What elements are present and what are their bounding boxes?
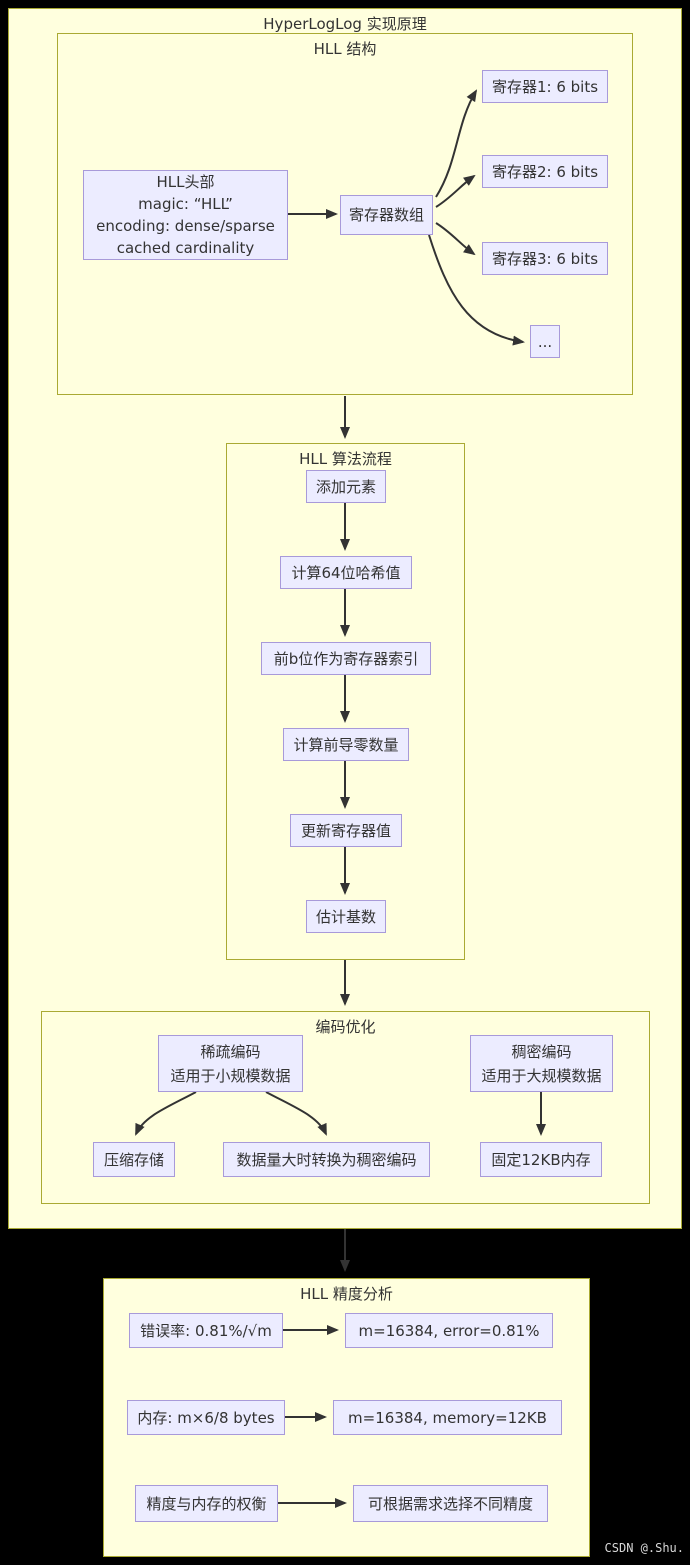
compressed-storage-label: 压缩存储 — [103, 1150, 164, 1169]
arrow-array-to-register2 — [435, 174, 476, 208]
fixed-12kb-label: 固定12KB内存 — [491, 1150, 591, 1169]
hll-algorithm-title: HLL 算法流程 — [299, 450, 392, 468]
register-ellipsis-label: ... — [537, 332, 553, 351]
node-error-rate: 错误率: 0.81%/√m — [129, 1313, 283, 1348]
error-rate-label: 错误率: 0.81%/√m — [140, 1321, 272, 1340]
node-step-leading-zeros: 计算前导零数量 — [283, 728, 409, 761]
hll-header-line: magic: “HLL” — [138, 195, 233, 213]
dense-encoding-line: 适用于大规模数据 — [481, 1066, 602, 1085]
node-compressed-storage: 压缩存储 — [93, 1142, 175, 1177]
register-array-label: 寄存器数组 — [348, 206, 424, 224]
dense-encoding-line: 稠密编码 — [511, 1042, 572, 1061]
node-precision-tradeoff-result: 可根据需求选择不同精度 — [353, 1485, 548, 1522]
node-step-register-index: 前b位作为寄存器索引 — [261, 642, 431, 675]
step-label: 前b位作为寄存器索引 — [273, 649, 419, 668]
step-label: 添加元素 — [315, 477, 376, 496]
node-step-add-element: 添加元素 — [306, 470, 386, 503]
arrow-array-to-register3 — [435, 222, 476, 256]
node-register-2: 寄存器2: 6 bits — [482, 155, 608, 188]
node-memory-formula: 内存: m×6/8 bytes — [127, 1400, 285, 1435]
arrow-array-to-register1 — [435, 89, 478, 198]
precision-tradeoff-label: 精度与内存的权衡 — [146, 1494, 267, 1513]
register-2-label: 寄存器2: 6 bits — [491, 162, 599, 181]
diagram-title: HyperLogLog 实现原理 — [263, 15, 427, 33]
node-register-3: 寄存器3: 6 bits — [482, 242, 608, 275]
precision-analysis-title: HLL 精度分析 — [300, 1285, 393, 1303]
sparse-encoding-line: 适用于小规模数据 — [170, 1066, 291, 1085]
step-label: 计算64位哈希值 — [291, 563, 401, 582]
hll-header-line: cached cardinality — [116, 239, 255, 257]
step-label: 更新寄存器值 — [300, 821, 391, 840]
hll-header-line: encoding: dense/sparse — [96, 217, 275, 235]
arrow-sparse-to-convert — [265, 1091, 327, 1136]
node-step-update-register: 更新寄存器值 — [290, 814, 402, 847]
node-hll-header: HLL头部 magic: “HLL” encoding: dense/spars… — [83, 170, 288, 260]
sparse-encoding-line: 稀疏编码 — [200, 1042, 261, 1061]
memory-result-label: m=16384, memory=12KB — [348, 1408, 547, 1427]
register-1-label: 寄存器1: 6 bits — [491, 77, 599, 96]
node-sparse-encoding: 稀疏编码 适用于小规模数据 — [158, 1035, 303, 1092]
arrow-array-to-dots — [428, 234, 525, 346]
register-3-label: 寄存器3: 6 bits — [491, 249, 599, 268]
precision-tradeoff-result-label: 可根据需求选择不同精度 — [367, 1494, 533, 1513]
hll-structure-title: HLL 结构 — [313, 40, 377, 58]
node-register-ellipsis: ... — [530, 325, 560, 358]
error-rate-result-label: m=16384, error=0.81% — [358, 1321, 540, 1340]
csdn-watermark: CSDN @.Shu. — [604, 1541, 684, 1555]
arrow-sparse-to-compress — [135, 1091, 197, 1136]
node-error-rate-result: m=16384, error=0.81% — [345, 1313, 553, 1348]
node-step-estimate-cardinality: 估计基数 — [306, 900, 386, 933]
step-label: 计算前导零数量 — [293, 735, 399, 754]
node-register-1: 寄存器1: 6 bits — [482, 70, 608, 103]
node-register-array: 寄存器数组 — [340, 195, 433, 235]
convert-to-dense-label: 数据量大时转换为稠密编码 — [236, 1150, 417, 1169]
encoding-optimization-title: 编码优化 — [315, 1018, 376, 1036]
hll-header-line: HLL头部 — [156, 173, 215, 191]
step-label: 估计基数 — [315, 907, 376, 926]
memory-formula-label: 内存: m×6/8 bytes — [137, 1408, 275, 1427]
node-fixed-12kb-memory: 固定12KB内存 — [480, 1142, 602, 1177]
node-precision-tradeoff: 精度与内存的权衡 — [135, 1485, 278, 1522]
node-dense-encoding: 稠密编码 适用于大规模数据 — [470, 1035, 613, 1092]
node-convert-to-dense: 数据量大时转换为稠密编码 — [223, 1142, 430, 1177]
node-memory-result: m=16384, memory=12KB — [333, 1400, 562, 1435]
node-step-hash64: 计算64位哈希值 — [280, 556, 412, 589]
